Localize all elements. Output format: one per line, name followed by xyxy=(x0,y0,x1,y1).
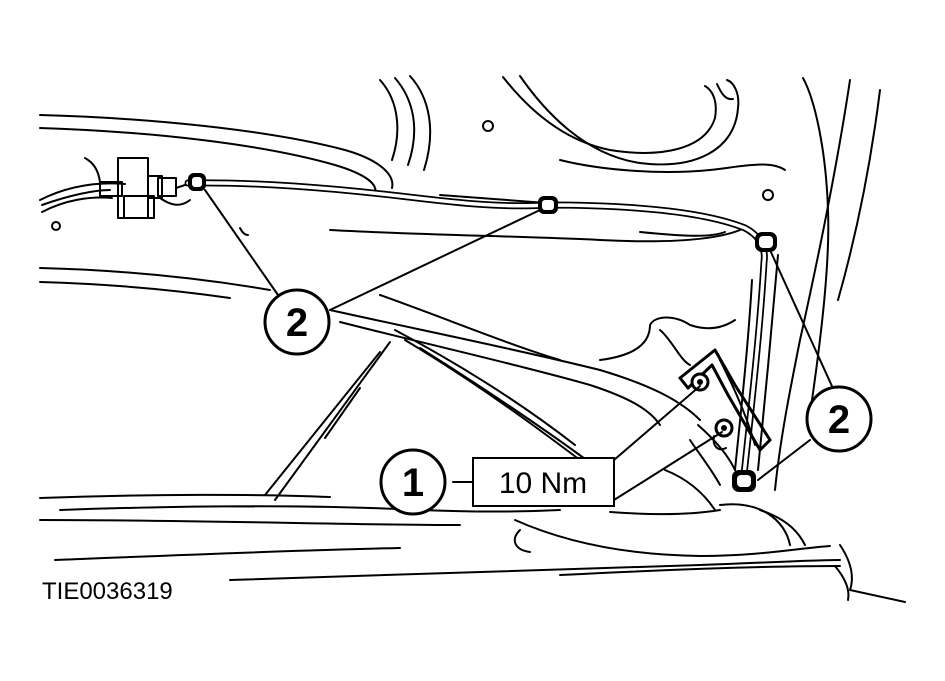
hose-connector-block xyxy=(41,157,191,219)
hose-clip-4 xyxy=(732,470,756,492)
leader-lines xyxy=(204,189,837,501)
callout-2-right-label: 2 xyxy=(828,398,850,442)
figure-reference-code: TIE0036319 xyxy=(42,578,173,605)
washer-hose xyxy=(184,179,768,479)
bolt-1 xyxy=(690,372,710,392)
callout-1-label: 1 xyxy=(402,461,424,505)
hose-clip-3 xyxy=(755,232,777,252)
hose-clip-1 xyxy=(188,173,206,191)
callout-2-right: 2 xyxy=(805,385,873,453)
callout-2-left: 2 xyxy=(263,288,331,356)
callout-1: 1 xyxy=(379,448,447,516)
callout-2-left-label: 2 xyxy=(286,301,308,345)
hose-clip-2 xyxy=(538,196,558,214)
torque-value: 10 Nm xyxy=(499,467,587,500)
torque-spec-box: 10 Nm xyxy=(472,457,615,507)
body-panel-linework xyxy=(39,75,906,603)
